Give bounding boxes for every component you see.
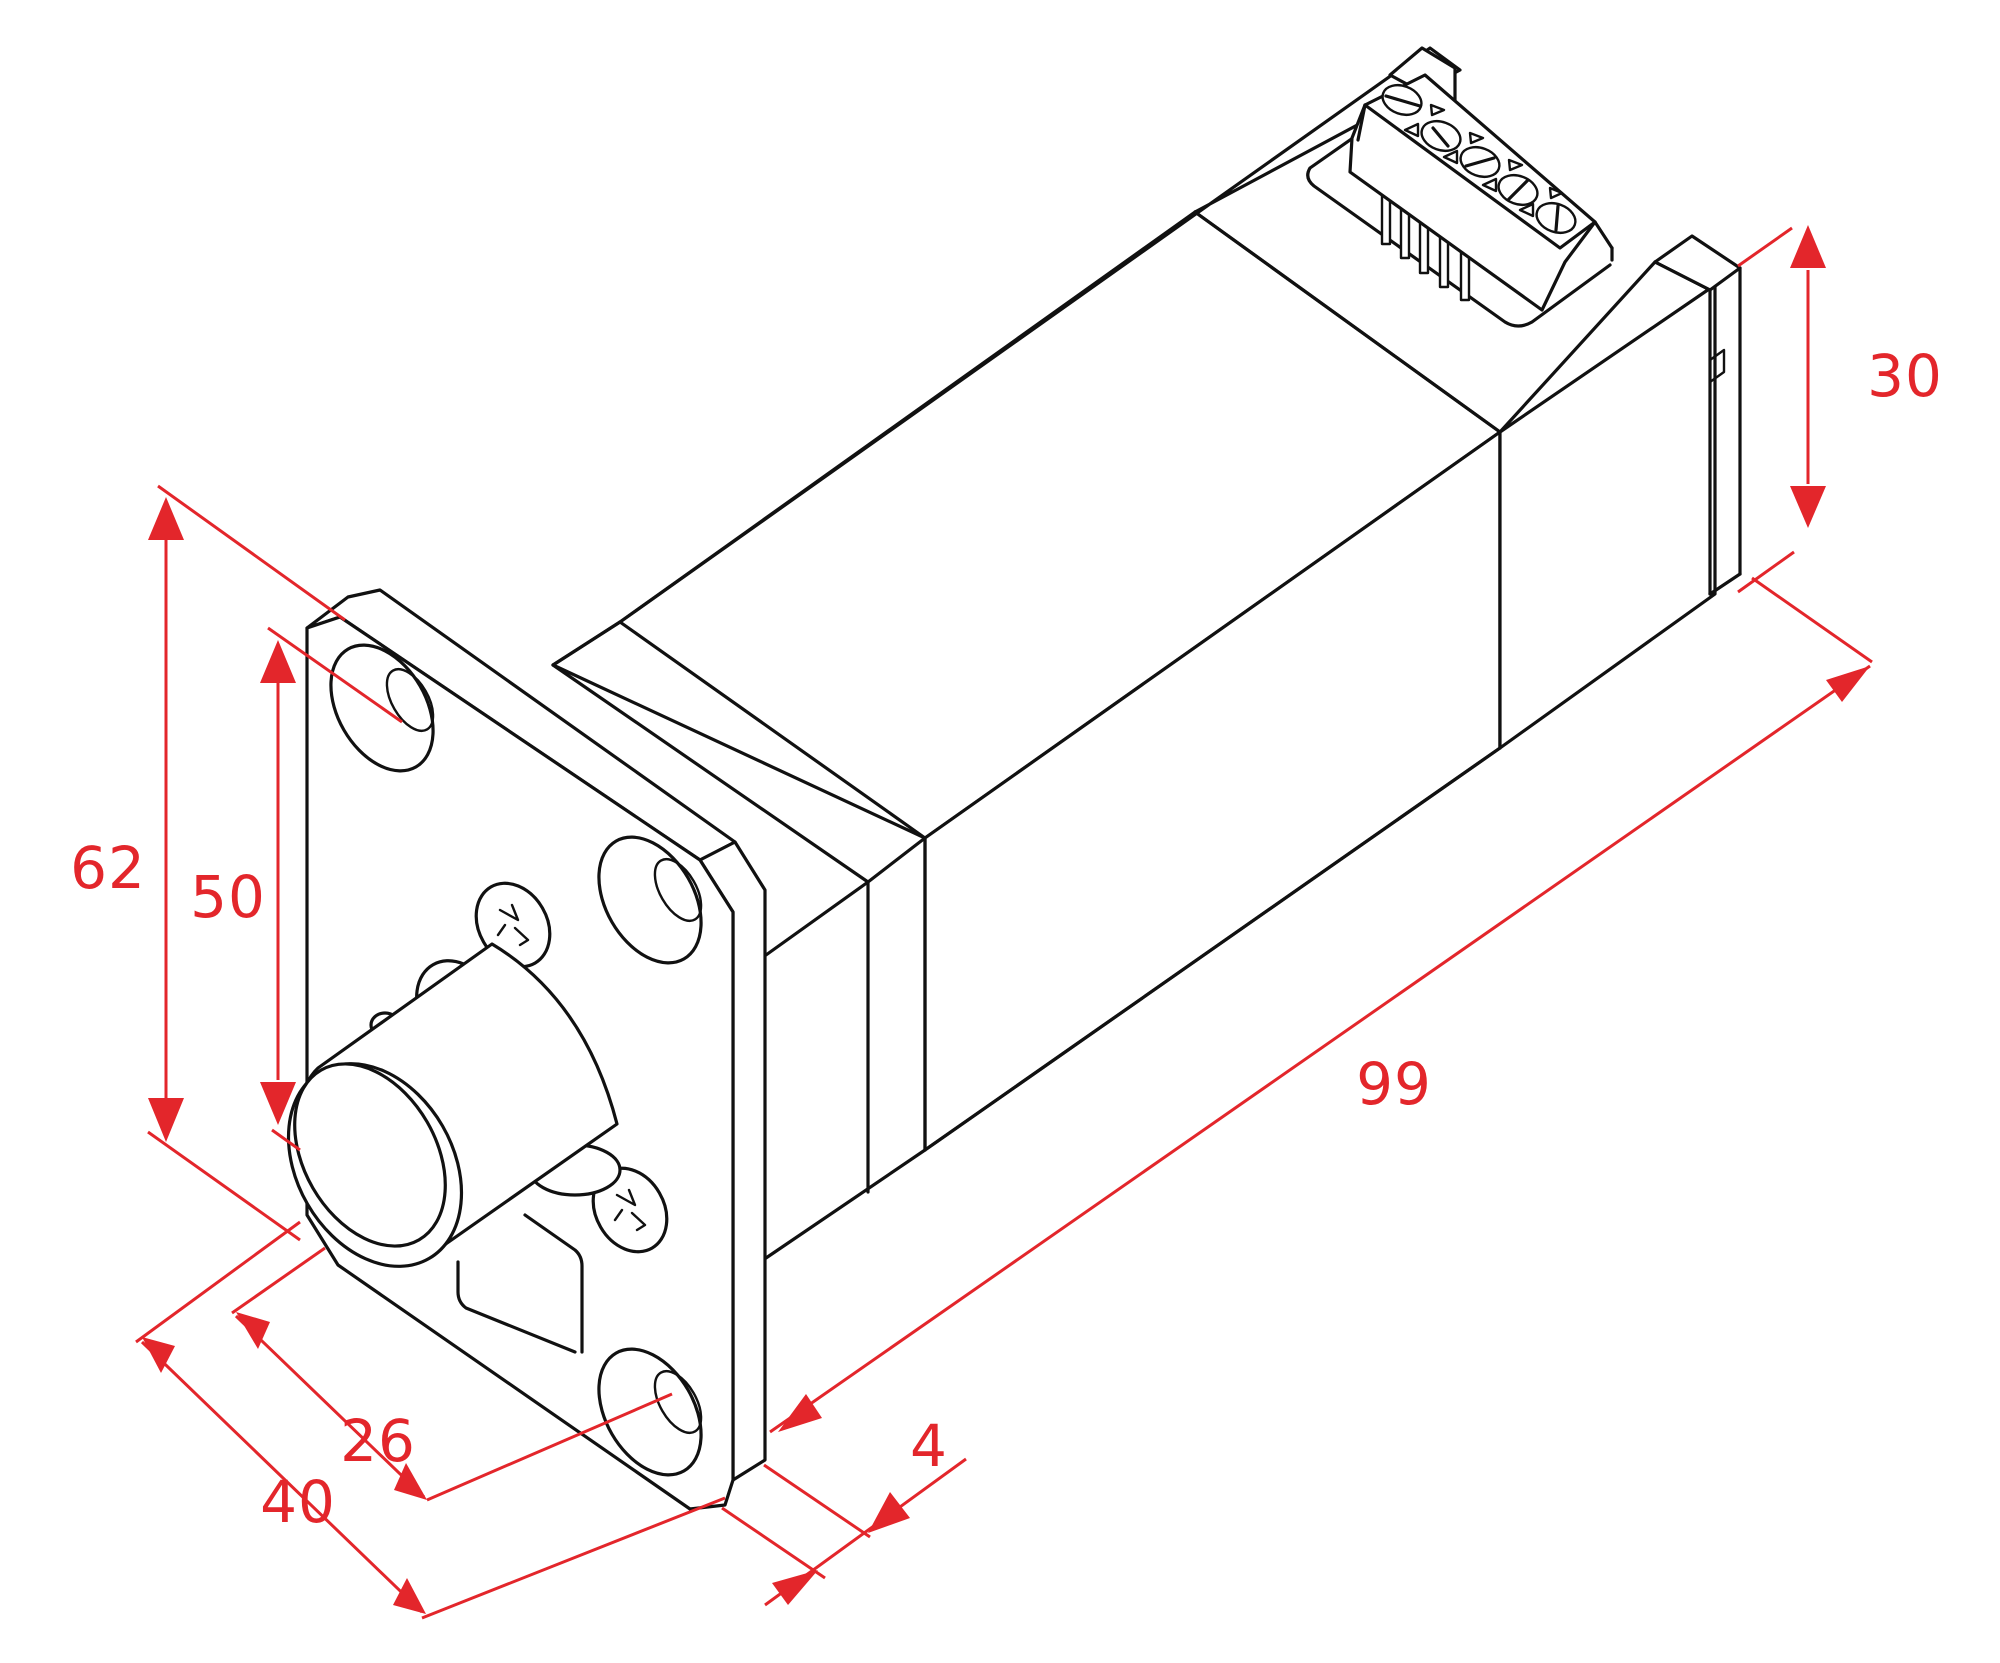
dimension-label-40: 40 <box>260 1468 336 1536</box>
dimension-label-30: 30 <box>1867 342 1943 410</box>
dimension-label-26: 26 <box>340 1407 416 1475</box>
dimension-4 <box>721 1457 967 1607</box>
dimension-label-62: 62 <box>70 834 146 902</box>
dimension-62 <box>147 484 346 1242</box>
wire-entry-marks <box>1403 103 1564 218</box>
dimension-99 <box>769 576 1873 1434</box>
dimension-26 <box>231 1246 673 1502</box>
terminal-block <box>1306 46 1614 328</box>
dimension-label-50: 50 <box>190 863 266 931</box>
dimension-label-99: 99 <box>1356 1050 1432 1118</box>
dimension-label-4: 4 <box>910 1412 948 1480</box>
dimension-50 <box>260 626 403 1152</box>
connector-barrel <box>286 942 622 1268</box>
terminal-screws <box>1381 83 1577 235</box>
back-end-block <box>1498 234 1742 750</box>
main-body <box>551 46 1502 1260</box>
dimension-30 <box>1737 225 1826 594</box>
mounting-flange <box>286 588 767 1511</box>
dimension-40 <box>135 1220 726 1620</box>
